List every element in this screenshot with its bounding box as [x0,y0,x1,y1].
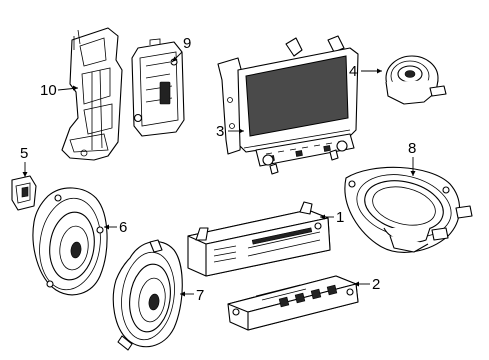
leader-6-arrow [104,224,109,230]
control-module-part [227,275,359,331]
callout-3: 3 [216,123,224,140]
leader-4-arrow [377,68,382,74]
rear-door-speaker-part [112,239,183,351]
leader-10-arrow [73,85,78,91]
callout-10: 10 [40,82,57,99]
leader-2-arrow [354,281,359,287]
callout-7: 7 [196,287,204,304]
callout-9: 9 [183,35,191,52]
radio-receiver-part [187,201,331,277]
leader-7-arrow [180,291,185,297]
leader-3-arrow [239,128,244,134]
callout-2: 2 [372,276,380,293]
callout-1: 1 [336,209,344,226]
callout-4: 4 [349,63,357,80]
leader-9-arrow [172,56,178,62]
leader-5-arrow [22,172,28,177]
amplifier-module-part [131,38,185,137]
callout-5: 5 [20,145,28,162]
callout-8: 8 [408,140,416,157]
oval-speaker-part [344,166,473,253]
small-bracket-part [11,175,37,211]
callout-6: 6 [119,219,127,236]
mounting-bracket-part [61,27,123,161]
tweeter-speaker-part [385,55,447,105]
leader-1-arrow [320,214,325,220]
front-door-speaker-part [32,187,108,296]
display-control-panel-part [217,35,359,175]
leader-8-arrow [410,171,416,176]
